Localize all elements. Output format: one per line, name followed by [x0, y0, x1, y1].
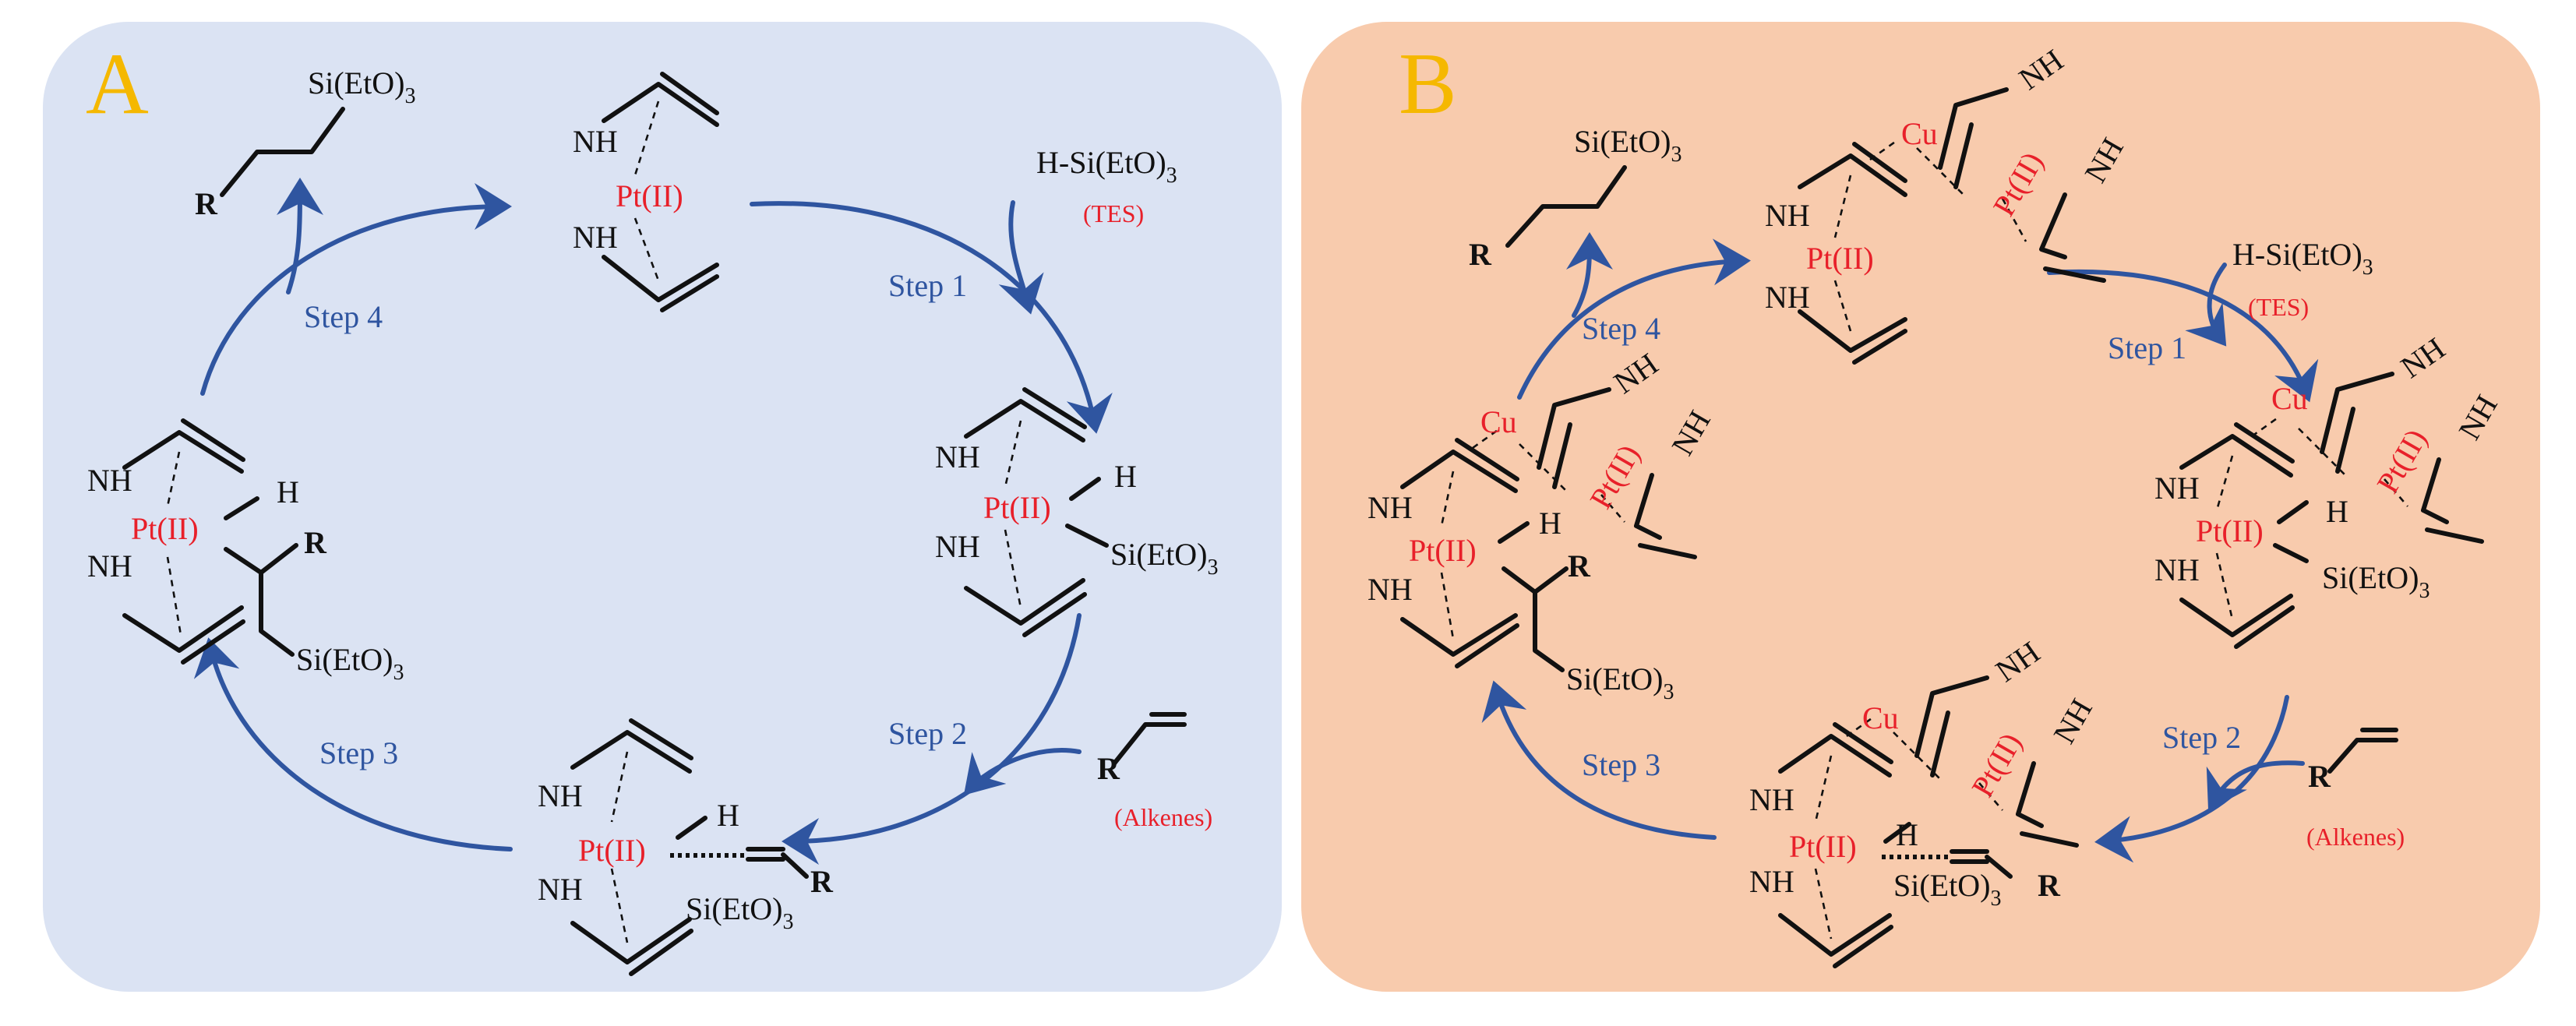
- svg-text:H: H: [717, 798, 739, 833]
- svg-text:R: R: [1568, 548, 1591, 584]
- svg-text:NH: NH: [935, 529, 980, 564]
- svg-text:NH: NH: [1765, 280, 1810, 315]
- svg-text:R: R: [304, 525, 327, 560]
- step2-label: Step 2: [888, 716, 967, 751]
- svg-text:Si(EtO)3: Si(EtO)3: [296, 642, 404, 685]
- svg-text:NH: NH: [935, 439, 980, 474]
- step4-label: Step 4: [304, 299, 383, 334]
- complex-left: NH NH Pt(II) H R Si(EtO)3: [87, 418, 404, 685]
- svg-text:NH: NH: [538, 872, 583, 907]
- cycle-arrow-step1: [750, 201, 1113, 434]
- panel-a-letter: A: [86, 36, 149, 132]
- svg-text:Cu: Cu: [1480, 404, 1517, 439]
- arrow-product-out: [276, 178, 323, 294]
- reagent-tes-tag: (TES): [1083, 199, 1144, 227]
- svg-text:Pt(II): Pt(II): [578, 833, 646, 868]
- svg-text:Si(EtO)3: Si(EtO)3: [1110, 537, 1218, 580]
- svg-text:Si(EtO)3: Si(EtO)3: [686, 891, 793, 934]
- step2-label-b: Step 2: [2162, 720, 2241, 755]
- svg-text:NH: NH: [1765, 198, 1810, 233]
- svg-text:NH: NH: [1749, 782, 1794, 817]
- alkene-tag-b: (Alkenes): [2306, 823, 2405, 851]
- arrow-tes-in: [998, 200, 1044, 315]
- step3-label-b: Step 3: [1582, 747, 1660, 782]
- panel-b-letter: B: [1399, 36, 1457, 132]
- step1-label-b: Step 1: [2108, 330, 2186, 365]
- arrow-product-out-b: [1565, 232, 1613, 318]
- svg-text:NH: NH: [573, 220, 618, 255]
- svg-text:Si(EtO)3: Si(EtO)3: [1574, 124, 1681, 167]
- panel-b: B Step 1 Step 2 Step 3 Step 4 H-Si(EtO)3…: [1301, 22, 2540, 992]
- cycle-arrow-step4-b: [1517, 238, 1751, 400]
- complex-bottom: NH NH Pt(II) H R Si(EtO)3: [538, 718, 834, 976]
- svg-text:Si(EtO)3: Si(EtO)3: [2322, 560, 2430, 603]
- svg-text:H: H: [1539, 506, 1561, 541]
- product-structure: Si(EtO)3 R: [195, 65, 415, 221]
- complex-top: NH NH Pt(II): [573, 72, 719, 312]
- svg-text:Cu: Cu: [2271, 381, 2308, 416]
- svg-text:Pt(II): Pt(II): [1789, 829, 1857, 864]
- panel-a-background: [43, 22, 1282, 992]
- svg-text:Pt(II): Pt(II): [1409, 533, 1477, 568]
- step1-label: Step 1: [888, 268, 967, 303]
- svg-text:R: R: [1469, 237, 1492, 272]
- svg-text:Si(EtO)3: Si(EtO)3: [1566, 661, 1674, 704]
- reagent-tes-tag-b: (TES): [2248, 293, 2309, 321]
- svg-text:NH: NH: [538, 778, 583, 813]
- svg-text:Pt(II): Pt(II): [616, 178, 683, 213]
- svg-text:H: H: [1114, 459, 1137, 494]
- svg-text:R: R: [2308, 759, 2331, 794]
- svg-text:Pt(II): Pt(II): [983, 490, 1051, 525]
- svg-text:NH: NH: [87, 548, 132, 584]
- alkene-structure-b: R: [2308, 728, 2398, 794]
- svg-text:R: R: [2038, 868, 2061, 903]
- arrow-tes-in-b: [2185, 263, 2227, 347]
- svg-text:H: H: [277, 474, 299, 509]
- svg-text:NH: NH: [1367, 572, 1413, 607]
- svg-text:R: R: [195, 186, 218, 221]
- svg-text:NH: NH: [573, 124, 618, 159]
- svg-text:H: H: [2326, 494, 2348, 529]
- svg-text:Cu: Cu: [1862, 700, 1899, 735]
- svg-text:Si(EtO)3: Si(EtO)3: [308, 65, 415, 108]
- svg-text:Pt(II): Pt(II): [1806, 241, 1874, 276]
- svg-text:H: H: [1896, 817, 1918, 852]
- svg-text:Cu: Cu: [1901, 116, 1938, 151]
- cycle-arrow-step1-b: [2047, 270, 2319, 403]
- svg-text:NH: NH: [1367, 490, 1413, 525]
- svg-text:NH: NH: [2154, 552, 2200, 587]
- svg-text:NH: NH: [87, 463, 132, 498]
- arrow-alkene-in: [963, 748, 1082, 795]
- arrow-alkene-in-b: [2206, 760, 2305, 811]
- svg-text:R: R: [1097, 751, 1120, 786]
- reagent-tes-b: H-Si(EtO)3: [2232, 237, 2373, 280]
- alkene-structure: R: [1097, 712, 1187, 786]
- product-structure-b: Si(EtO)3 R: [1469, 124, 1681, 272]
- svg-text:NH: NH: [1749, 864, 1794, 899]
- panel-a: A Step 1 Step 2 Step 3 Step 4 H-Si(EtO)3…: [43, 22, 1282, 992]
- cycle-arrow-step4: [200, 183, 512, 396]
- svg-text:Pt(II): Pt(II): [131, 511, 199, 546]
- alkene-tag: (Alkenes): [1114, 803, 1212, 831]
- svg-text:Si(EtO)3: Si(EtO)3: [1893, 868, 2001, 911]
- svg-text:NH: NH: [2154, 471, 2200, 506]
- cycle-arrow-step3: [193, 637, 513, 851]
- svg-text:Pt(II): Pt(II): [2196, 513, 2264, 548]
- step4-label-b: Step 4: [1582, 311, 1660, 346]
- svg-text:R: R: [810, 864, 834, 899]
- complex-top-b: NH NH Pt(II) Cu NH Pt(II) NH: [1765, 42, 2130, 365]
- step3-label: Step 3: [319, 735, 398, 770]
- complex-right: NH NH Pt(II) H Si(EtO)3: [935, 387, 1218, 637]
- cycle-arrow-step3-b: [1481, 680, 1717, 840]
- reagent-tes: H-Si(EtO)3: [1036, 145, 1177, 188]
